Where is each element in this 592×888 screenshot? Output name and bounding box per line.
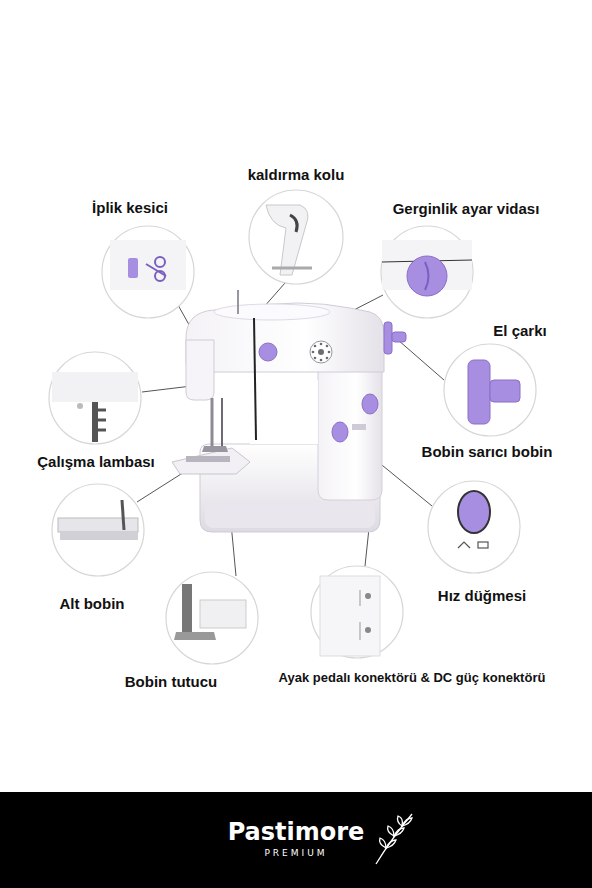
leaf-icon <box>372 810 416 866</box>
part-label: Hız düğmesi <box>438 587 526 605</box>
part-label: Gerginlik ayar vidası <box>393 200 540 218</box>
brand-band: PastimorePREMIUM <box>0 792 592 888</box>
part-label: kaldırma kolu <box>248 166 345 184</box>
part-label: El çarkı <box>493 322 546 340</box>
part-label: Bobin sarıcı bobin <box>422 443 553 461</box>
part-label: Alt bobin <box>60 595 125 613</box>
part-label: İplik kesici <box>92 199 168 217</box>
part-label: Çalışma lambası <box>37 453 155 471</box>
part-label: Bobin tutucu <box>125 673 217 691</box>
brand-tagline: PREMIUM <box>264 848 327 858</box>
part-label: Ayak pedalı konektörü & DC güç konektörü <box>279 669 546 687</box>
brand-name: Pastimore <box>228 818 365 846</box>
sewing-machine <box>172 290 406 532</box>
